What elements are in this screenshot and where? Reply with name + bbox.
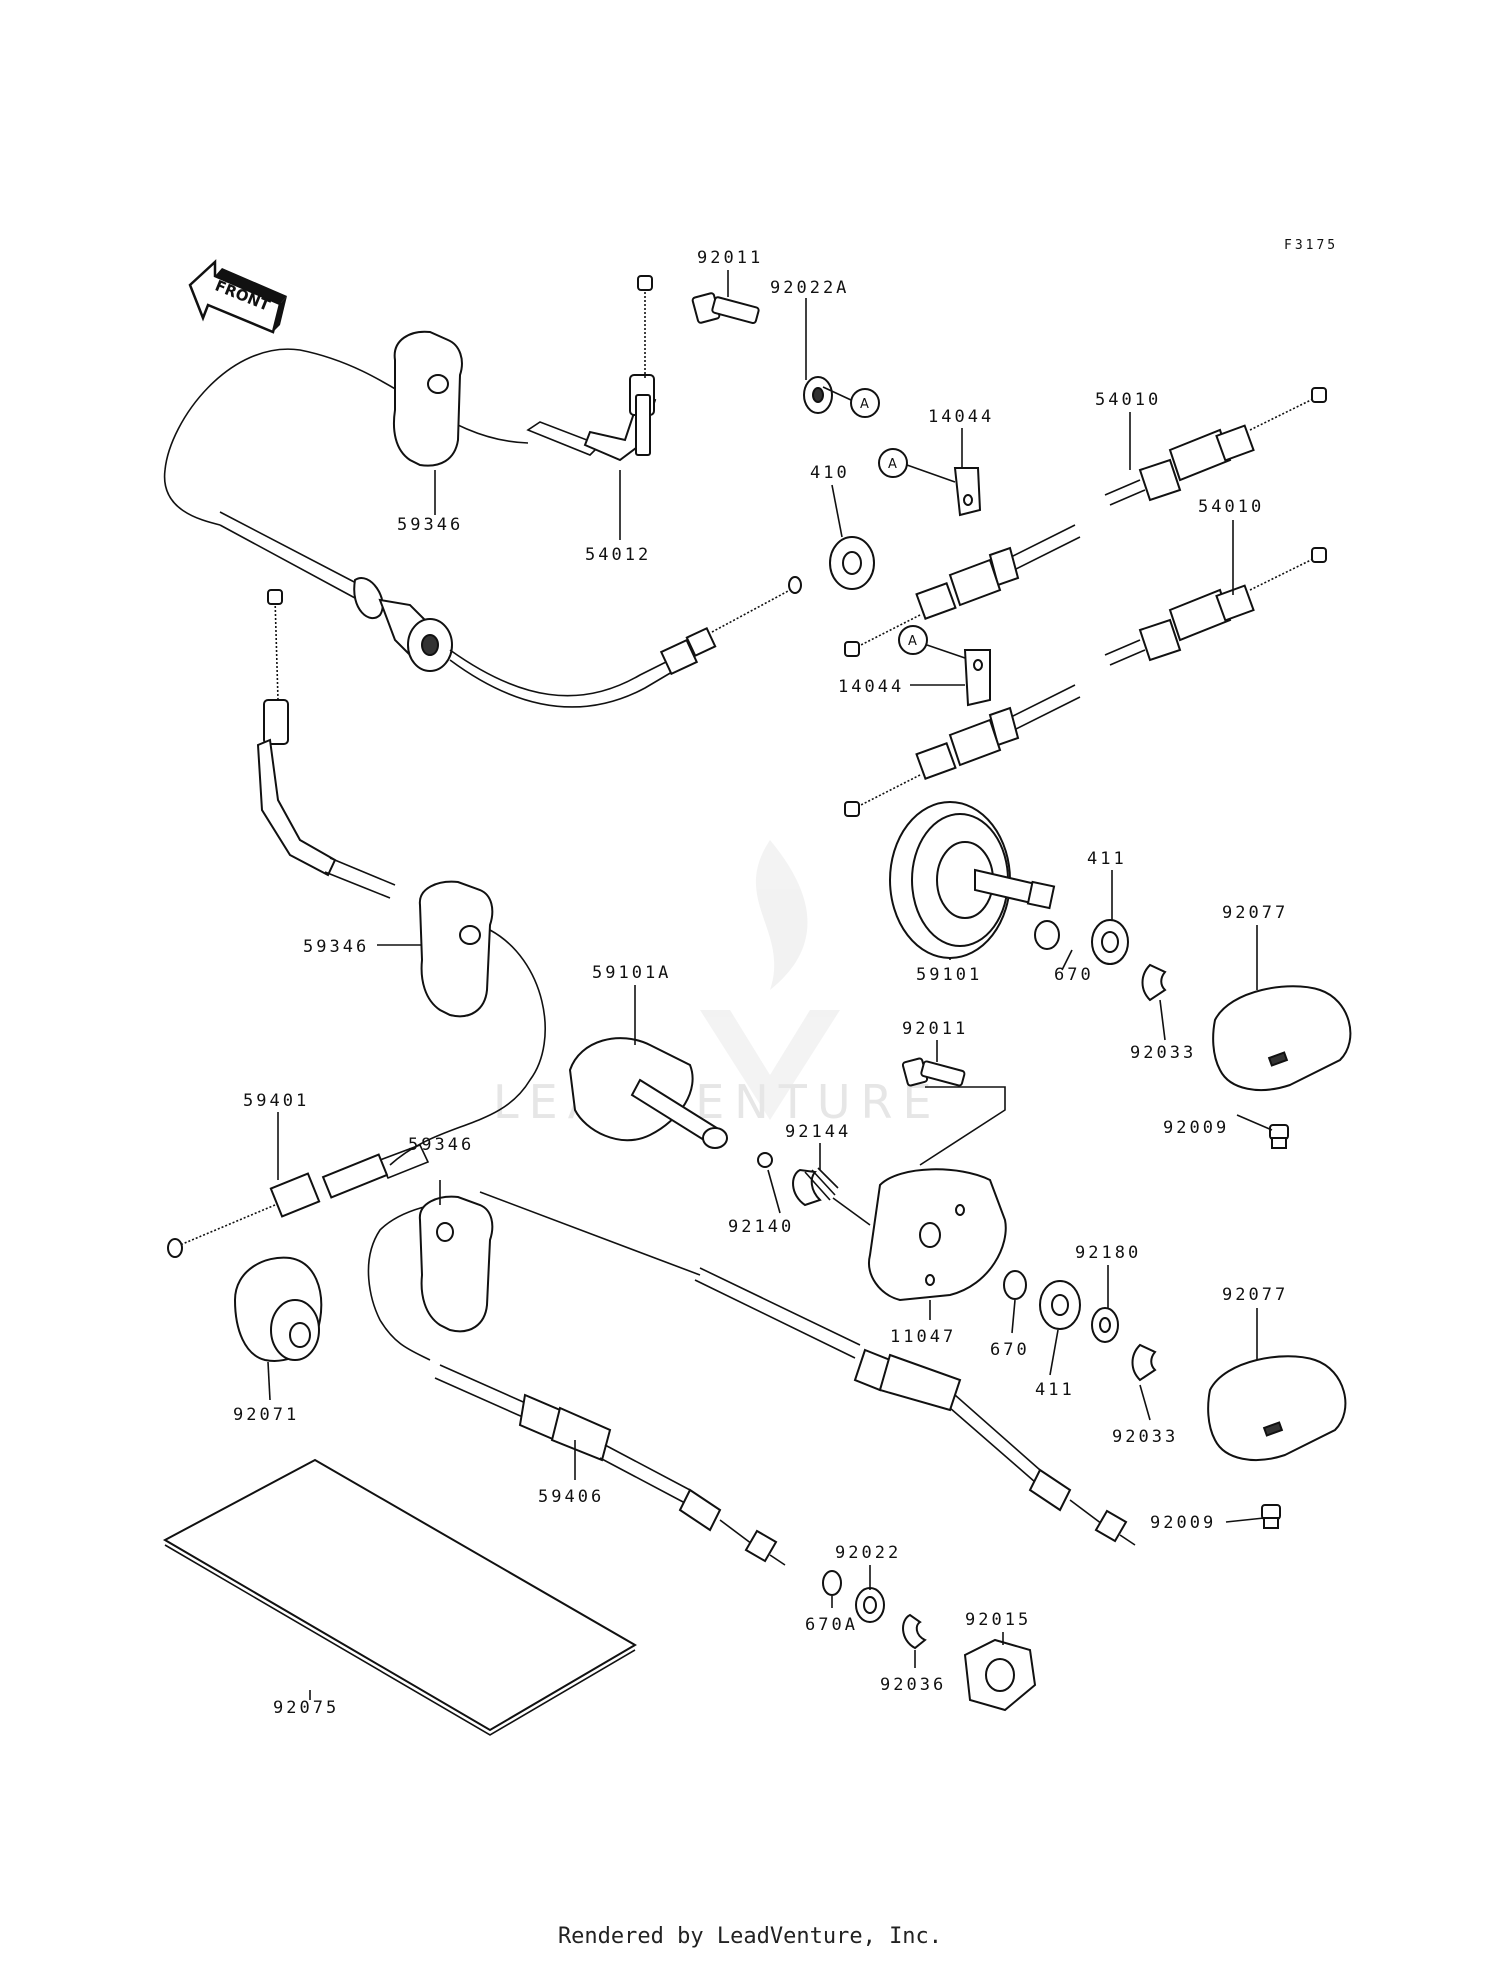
label-92075: 92075 [273, 1698, 339, 1718]
cable-59406 [367, 1191, 1136, 1566]
spring-92144 [792, 1167, 839, 1207]
boot-59346-mid [418, 880, 494, 1018]
oring-670-mid [1003, 1270, 1027, 1300]
label-92022: 92022 [835, 1543, 901, 1563]
svg-text:A: A [860, 397, 869, 412]
screw-92009-low [1261, 1504, 1281, 1529]
callout-a-1: A [822, 386, 880, 418]
cables-54010 [844, 387, 1327, 817]
washer-411-low [1039, 1280, 1081, 1330]
bolt-92011-top [691, 292, 760, 325]
label-92009-top: 92009 [1163, 1118, 1229, 1138]
watermark-text: LEADVENTURE [493, 1075, 942, 1129]
bolt-92011-mid [901, 1057, 966, 1087]
label-92015: 92015 [965, 1610, 1031, 1630]
screw-92009-top [1269, 1124, 1289, 1149]
leader-lines [267, 270, 1273, 1700]
label-670A: 670A [805, 1615, 858, 1635]
svg-text:A: A [888, 457, 897, 472]
boot-59346-low [418, 1195, 494, 1333]
label-92077-top: 92077 [1222, 903, 1288, 923]
knob-92077-top [1212, 985, 1352, 1091]
label-92077-low: 92077 [1222, 1285, 1288, 1305]
label-59406: 59406 [538, 1487, 604, 1507]
ball-92140 [757, 1152, 773, 1168]
label-92011-top: 92011 [697, 248, 763, 268]
label-59101A: 59101A [592, 963, 671, 983]
housing-11047 [868, 1168, 1007, 1302]
label-92009-low: 92009 [1150, 1513, 1216, 1533]
nut-92015 [963, 1638, 1037, 1712]
part-labels: 92011 92022A 14044 54010 410 54010 59346… [233, 248, 1288, 1718]
label-92011-mid: 92011 [902, 1019, 968, 1039]
svg-text:A: A [908, 634, 917, 649]
boot-59346-top [392, 330, 463, 467]
washer-411-top [1091, 919, 1129, 965]
callout-a-3: A [898, 625, 966, 659]
roller-92071 [233, 1256, 323, 1362]
clip-14044-top [953, 467, 982, 517]
label-59346-top: 59346 [397, 515, 463, 535]
label-14044-mid: 14044 [838, 677, 904, 697]
label-92071: 92071 [233, 1405, 299, 1425]
washer-92022A [803, 376, 833, 414]
label-59346-mid: 59346 [303, 937, 369, 957]
cable-59401 [167, 589, 546, 1258]
label-92144: 92144 [785, 1122, 851, 1142]
label-54010-top: 54010 [1095, 390, 1161, 410]
label-92022A: 92022A [770, 278, 849, 298]
label-54010-mid: 54010 [1198, 497, 1264, 517]
label-92140: 92140 [728, 1217, 794, 1237]
label-410: 410 [810, 463, 850, 483]
credit-text: Rendered by LeadVenture, Inc. [557, 1924, 943, 1949]
label-670-top: 670 [1054, 965, 1094, 985]
label-59346-low: 59346 [408, 1135, 474, 1155]
cam-59101A [568, 1037, 728, 1149]
label-54012: 54012 [585, 545, 651, 565]
label-14044-top: 14044 [928, 407, 994, 427]
label-411-top: 411 [1087, 849, 1127, 869]
figure-code: F3175 [1284, 238, 1338, 253]
front-arrow-icon: FRONT [188, 259, 287, 334]
callout-a-2: A [878, 448, 956, 483]
label-411-low: 411 [1035, 1380, 1075, 1400]
washer-410 [829, 536, 875, 590]
oring-670A [822, 1570, 842, 1596]
washer-92022 [855, 1587, 885, 1623]
label-670-mid: 670 [990, 1340, 1030, 1360]
cable-54012 [163, 275, 802, 708]
eclip-92033-top [1141, 963, 1167, 1002]
bolt-92011-mid-leader [919, 1086, 1006, 1166]
label-11047: 11047 [890, 1327, 956, 1347]
pad-92075 [162, 1458, 637, 1736]
knob-92077-low [1207, 1355, 1347, 1461]
label-59401: 59401 [243, 1091, 309, 1111]
washer-92180 [1091, 1307, 1119, 1343]
pulley-59101 [889, 801, 1056, 959]
label-59101: 59101 [916, 965, 982, 985]
label-92180: 92180 [1075, 1243, 1141, 1263]
label-92033-top: 92033 [1130, 1043, 1196, 1063]
watermark-logo-icon [700, 840, 840, 1120]
label-92033-low: 92033 [1112, 1427, 1178, 1447]
oring-670-top [1034, 920, 1060, 950]
label-92036: 92036 [880, 1675, 946, 1695]
clip-92036 [902, 1613, 927, 1650]
clip-14044-mid [963, 649, 991, 707]
eclip-92033-low [1131, 1343, 1157, 1382]
